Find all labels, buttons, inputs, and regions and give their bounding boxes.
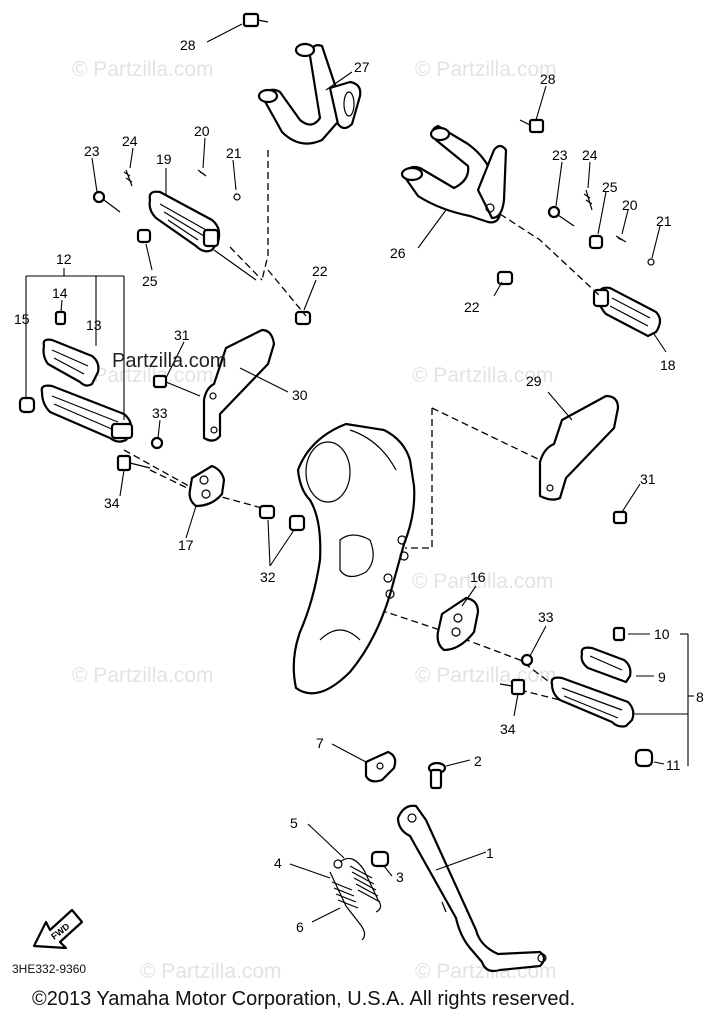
label-28: 28 [180,37,196,53]
label-9: 9 [658,669,666,685]
washer-33-right [520,653,534,667]
passenger-footrest-12 [18,310,134,443]
label-28-right: 28 [540,71,556,87]
heel-guard-29 [538,394,620,501]
label-4: 4 [274,855,282,871]
footrest-18 [592,286,662,338]
label-30: 30 [292,387,308,403]
pin-23-left [92,190,106,204]
copyright-notice: ©2013 Yamaha Motor Corporation, U.S.A. A… [32,988,576,1010]
bracket-17 [188,464,226,508]
watermark: © Partzilla.com [72,664,214,687]
label-23-right: 23 [552,147,568,163]
spring-24-right [583,189,593,211]
clip-21-right [647,258,655,266]
diagram-code: 3HE332-9360 [12,962,87,976]
label-16: 16 [470,569,486,585]
label-25-right: 25 [602,179,618,195]
passenger-footrest-8 [550,626,654,768]
label-32: 32 [260,569,276,585]
watermark: © Partzilla.com [72,58,214,81]
washer-25-left [136,228,152,244]
ball-20-right [615,235,627,243]
washer-25-right [588,234,604,250]
watermark: © Partzilla.com [72,364,214,387]
spring-24-left [123,169,133,187]
label-15: 15 [14,311,30,327]
frame-outline [292,422,416,695]
screw-31-right [612,510,628,525]
callout-labels: 28 27 23 24 19 20 21 25 22 12 14 13 15 3… [14,37,704,935]
clip-21-left [233,193,241,201]
label-33: 33 [152,405,168,421]
watermark: © Partzilla.com [412,570,554,593]
label-26: 26 [390,245,406,261]
label-8: 8 [696,689,704,705]
label-11: 11 [666,757,681,773]
label-25: 25 [142,273,158,289]
washer-33-left [150,436,164,450]
label-34-right: 34 [500,721,516,737]
bolts-32 [258,504,306,532]
footrest-19 [148,190,221,253]
label-10: 10 [654,626,670,642]
bracket-16 [436,596,480,652]
label-34: 34 [104,495,120,511]
label-1: 1 [486,845,494,861]
label-22-right: 22 [464,299,480,315]
bolt-2 [427,761,447,790]
bolt-28-left [242,12,269,28]
label-7: 7 [316,735,324,751]
ball-20-left [197,169,207,177]
pin-23-right [547,205,561,219]
nut-22-right [496,270,514,286]
label-3: 3 [396,869,404,885]
label-19: 19 [156,151,172,167]
label-20: 20 [194,123,210,139]
label-2: 2 [474,753,482,769]
spring-4-5 [329,857,382,941]
bolt-28-right [519,118,545,134]
bolt-34-right [499,678,526,696]
label-13: 13 [86,317,102,333]
watermark: © Partzilla.com [412,364,554,387]
label-20-right: 20 [622,197,638,213]
bolt-34-left [116,454,151,472]
label-6: 6 [296,919,304,935]
leader-lines [25,23,694,923]
label-24-right: 24 [582,147,598,163]
right-bracket-26 [400,124,508,224]
fwd-arrow-icon: FWD [32,908,84,950]
label-21-right: 21 [656,213,672,229]
label-29: 29 [526,373,542,389]
label-24: 24 [122,133,138,149]
left-bracket-27 [257,42,362,145]
label-31: 31 [174,327,190,343]
screw-31-left [152,374,168,389]
label-22: 22 [312,263,328,279]
label-12: 12 [56,251,72,267]
plate-7 [364,750,397,783]
watermark-overlay: Partzilla.com [112,350,227,372]
label-17: 17 [178,537,194,553]
label-27: 27 [354,59,370,75]
label-14: 14 [52,285,68,301]
label-33-right: 33 [538,609,554,625]
label-31-right: 31 [640,471,656,487]
label-23: 23 [84,143,100,159]
label-5: 5 [290,815,298,831]
nut-22-left [294,310,312,326]
nut-3 [370,850,390,868]
watermark: © Partzilla.com [415,58,557,81]
label-18: 18 [660,357,676,373]
sidestand-1 [396,804,547,973]
watermark: © Partzilla.com [140,960,282,983]
heel-guard-30 [202,328,276,442]
label-21: 21 [226,145,242,161]
